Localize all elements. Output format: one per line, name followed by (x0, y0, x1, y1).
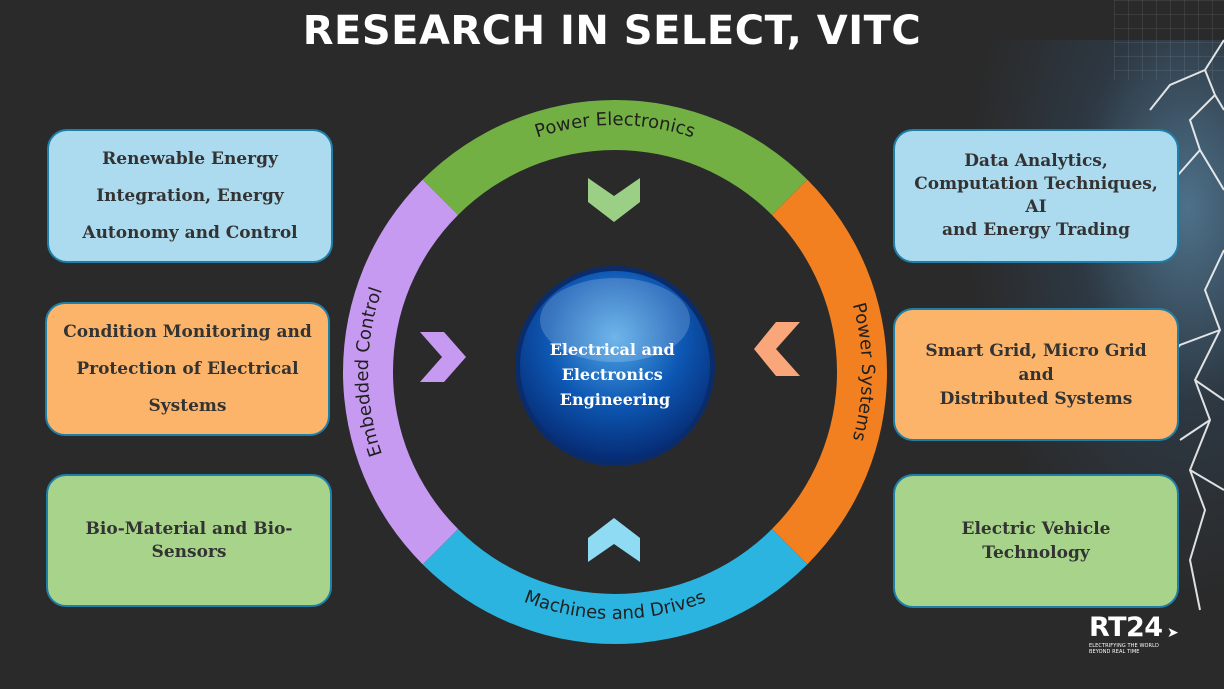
box-text-line: and Energy Trading (942, 220, 1130, 240)
research-box-bio-material: Bio-Material and Bio- Sensors (46, 474, 332, 607)
research-box-electric-vehicle: Electric Vehicle Technology (893, 474, 1179, 608)
rt24-logo: RT24 ➤ ELECTRIFYING THE WORLD BEYOND REA… (1089, 613, 1199, 661)
box-text-line: Smart Grid, Micro Grid and (925, 340, 1147, 385)
chevron-down-icon (588, 178, 640, 222)
ring-segment-embedded-control (343, 179, 459, 565)
ring-segment-power-systems (771, 179, 887, 565)
chevron-up-icon (588, 518, 640, 562)
box-text-line: Autonomy and Control (82, 222, 298, 243)
box-text-line: Protection of Electrical (76, 358, 299, 379)
box-text-line: Electric Vehicle Technology (961, 519, 1111, 563)
research-box-smart-grid: Smart Grid, Micro Grid and Distributed S… (893, 308, 1179, 441)
arrow-right-icon: ➤ (1167, 625, 1179, 641)
center-circle-highlight (540, 278, 690, 362)
chevron-right-icon (420, 332, 466, 382)
chevron-left-icon (754, 322, 800, 376)
box-text-line: Distributed Systems (939, 388, 1133, 409)
box-text-line: Integration, Energy (96, 185, 284, 206)
logo-wordmark: RT24 (1089, 612, 1163, 643)
logo-tagline-2: BEYOND REAL TIME (1089, 649, 1140, 655)
logo-tagline-1: ELECTRIFYING THE WORLD (1089, 643, 1159, 649)
research-box-data-analytics: Data Analytics, Computation Techniques, … (893, 129, 1179, 263)
box-text-line: Sensors (151, 541, 227, 562)
grid-decoration (1114, 0, 1224, 80)
center-circle (520, 271, 710, 461)
ring-segment-machines-and-drives (422, 528, 808, 645)
box-text-line: Computation Techniques, AI (914, 174, 1158, 217)
ring-segment-power-electronics (422, 100, 808, 216)
research-box-condition-monitoring: Condition Monitoring and Protection of E… (45, 302, 330, 436)
box-text-line: Condition Monitoring and (63, 321, 312, 342)
box-text-line: Renewable Energy (102, 148, 278, 169)
page-title: RESEARCH IN SELECT, VITC (302, 8, 922, 54)
box-text-line: Systems (148, 395, 227, 416)
box-text-line: Data Analytics, (964, 151, 1108, 171)
research-box-renewable-energy: Renewable Energy Integration, Energy Aut… (47, 129, 333, 263)
center-label: Electrical and Electronics Engineering (550, 340, 681, 409)
box-text-line: Bio-Material and Bio- (85, 518, 293, 539)
